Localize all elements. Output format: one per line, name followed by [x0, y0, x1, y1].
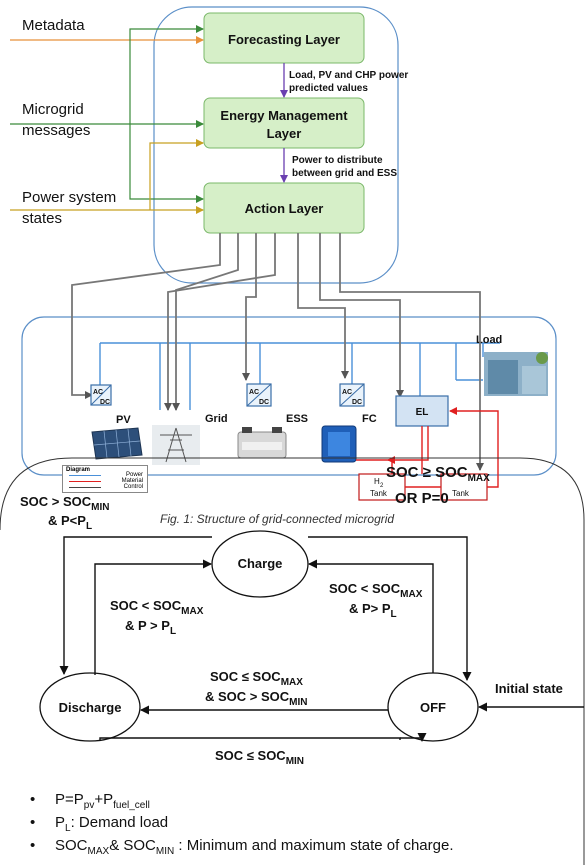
second-tank-label: Tank — [452, 489, 470, 498]
state-machine-frame — [0, 457, 585, 865]
note-soc-definition: SOCMAX& SOCMIN : Minimum and maximum sta… — [30, 836, 453, 859]
h2-tank-label-sub: 2 — [380, 483, 384, 489]
transition-arrows — [59, 536, 584, 742]
input-metadata: Metadata — [22, 17, 85, 34]
state-discharge-label: Discharge — [59, 700, 122, 715]
fc-converter-ac: AC — [342, 389, 352, 396]
transition2-line2: & P > PL — [125, 618, 176, 637]
arrow1-label-line2: predicted values — [289, 83, 368, 94]
transition1-line2: & P<PL — [48, 513, 92, 532]
transition3-line1: SOC < SOCMAX — [329, 581, 423, 600]
action-layer-label: Action Layer — [245, 201, 324, 216]
microgrid-frame — [21, 316, 557, 476]
legend-material: Material — [121, 478, 143, 484]
input-microgrid-line1: Microgrid — [22, 101, 84, 118]
arrow2-label-line2: between grid and ESS — [292, 168, 397, 179]
input-power-line1: Power system — [22, 189, 116, 206]
legend-control: Control — [123, 484, 143, 490]
load-building-image — [484, 352, 548, 396]
overlap-or-p0: OR P=0 — [395, 490, 449, 507]
load-label: Load — [476, 334, 502, 346]
ess-converter-dc: DC — [259, 399, 269, 406]
fuel-cell-image — [321, 425, 357, 463]
input-power-line2: states — [22, 210, 62, 227]
notes-list: P=Ppv+Pfuel_cell PL: Demand load SOCMAX&… — [30, 790, 453, 859]
power-state-arrows — [10, 142, 203, 211]
transition2-line1: SOC < SOCMAX — [110, 598, 204, 617]
material-lines — [356, 407, 499, 488]
control-lines — [71, 233, 484, 471]
diagram-legend: Diagram Power Material Control — [62, 465, 148, 493]
arrow1-label-line1: Load, PV and CHP power — [289, 70, 408, 81]
figure-caption: Fig. 1: Structure of grid-connected micr… — [160, 512, 394, 526]
pv-converter-dc: DC — [100, 399, 110, 406]
input-microgrid-line2: messages — [22, 122, 90, 139]
fc-label: FC — [362, 413, 377, 425]
pv-converter-ac: AC — [93, 389, 103, 396]
energy-management-label-line1: Energy Management — [220, 108, 348, 123]
grid-label: Grid — [205, 413, 228, 425]
transition3-line2: & P> PL — [349, 601, 397, 620]
forecasting-layer-label: Forecasting Layer — [228, 32, 340, 47]
pv-converter[interactable]: AC DC — [90, 384, 112, 406]
legend-power-line — [69, 475, 101, 476]
action-layer-box[interactable] — [203, 182, 365, 234]
note-p-definition: P=Ppv+Pfuel_cell — [30, 790, 453, 813]
electrolyzer-label: EL — [416, 407, 429, 418]
ess-converter-ac: AC — [249, 389, 259, 396]
overlap-soc-max: SOC ≥ SOCMAX — [386, 464, 490, 484]
ess-label: ESS — [286, 413, 308, 425]
pv-label: PV — [116, 414, 131, 426]
initial-state-label: Initial state — [495, 681, 563, 696]
ess-converter[interactable]: AC DC — [246, 383, 272, 407]
fc-converter-dc: DC — [352, 399, 362, 406]
legend-material-line — [69, 481, 101, 482]
fc-converter[interactable]: AC DC — [339, 383, 365, 407]
pv-panel-image — [91, 427, 143, 460]
legend-power: Power — [125, 472, 143, 478]
state-charge-label: Charge — [238, 556, 283, 571]
legend-control-line — [69, 487, 101, 488]
note-pl-definition: PL: Demand load — [30, 813, 453, 836]
grid-tower-image — [152, 425, 200, 465]
transition1-line1: SOC > SOCMIN — [20, 494, 110, 513]
transition5-line1: SOC ≤ SOCMIN — [215, 748, 304, 767]
control-system-frame — [153, 6, 399, 284]
ess-battery-image — [237, 427, 287, 459]
energy-management-label-line2: Layer — [267, 126, 302, 141]
h2-tank-label-h: H — [374, 477, 380, 486]
electrolyzer-box[interactable] — [395, 395, 449, 427]
legend-title: Diagram — [66, 467, 91, 473]
second-tank-box[interactable] — [440, 473, 488, 501]
transition4-line1: SOC ≤ SOCMAX — [210, 669, 303, 688]
arrow2-label-line1: Power to distribute — [292, 155, 383, 166]
state-off-label: OFF — [420, 700, 446, 715]
h2-tank-label: Tank — [370, 489, 388, 498]
power-bus — [99, 342, 500, 410]
transition4-line2: & SOC > SOCMIN — [205, 689, 308, 708]
microgrid-arrows — [10, 28, 203, 200]
